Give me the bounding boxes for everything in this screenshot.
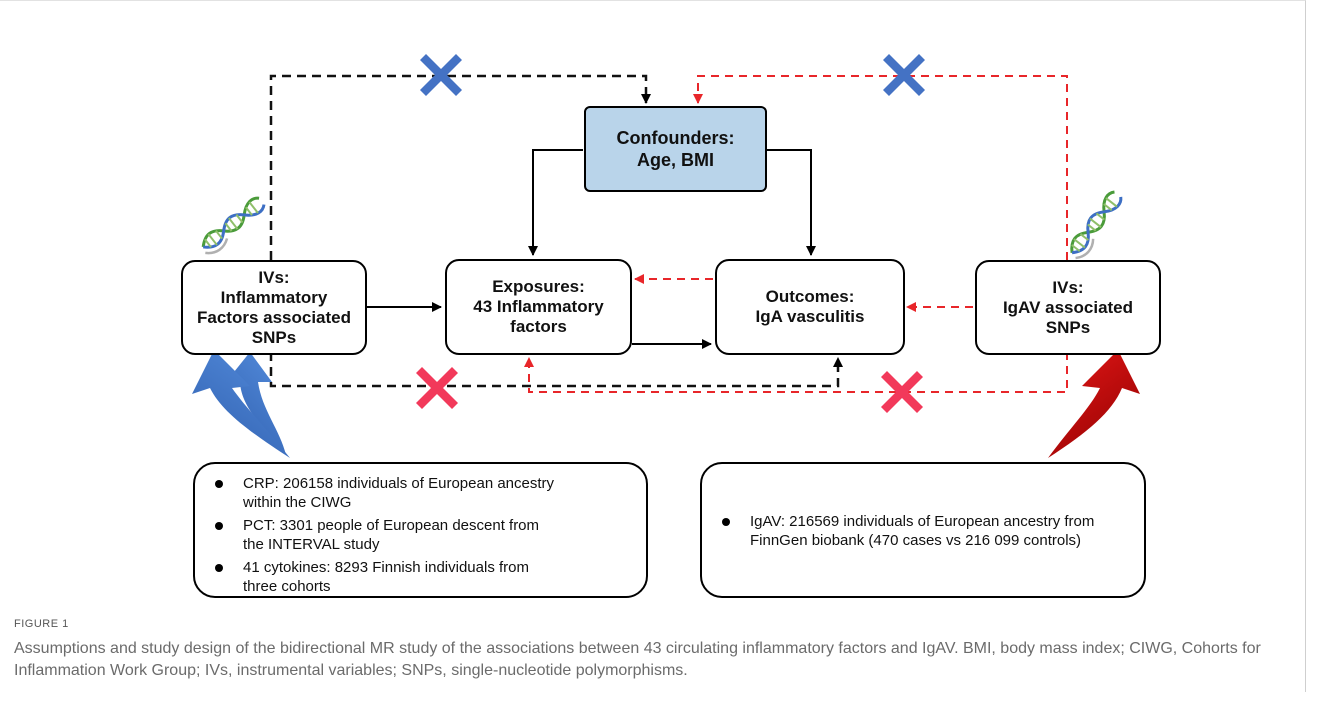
ivs-igav-box: IVs: IgAV associated SNPs bbox=[975, 260, 1161, 355]
exposures-title: Exposures: bbox=[492, 277, 585, 296]
red-cross-icon bbox=[881, 371, 923, 413]
blue-cross-icon bbox=[883, 54, 925, 96]
confounders-detail: Age, BMI bbox=[636, 150, 714, 170]
source-line: FinnGen biobank (470 cases vs 216 099 co… bbox=[750, 532, 1082, 549]
red-dashed-igav-to-confounders bbox=[693, 75, 1068, 260]
outcomes-title: Outcomes: bbox=[765, 287, 855, 306]
ivs-igav-line2: IgAV associated bbox=[1002, 297, 1134, 317]
dna-icon bbox=[201, 196, 266, 255]
right-source-box: IgAV: 216569 individuals of European anc… bbox=[700, 462, 1146, 598]
source-line: PCT: 3301 people of European descent fro… bbox=[243, 517, 540, 534]
source-line: the INTERVAL study bbox=[243, 536, 380, 553]
diagram-canvas bbox=[192, 54, 1140, 458]
red-dashed-igav-to-exposures bbox=[524, 352, 1068, 393]
left-source-box: CRP: 206158 individuals of European ance… bbox=[193, 462, 648, 598]
ivs-inflammatory-line3: Factors associated bbox=[196, 307, 351, 327]
dashed-ivs-to-outcomes bbox=[269, 352, 843, 388]
source-line: IgAV: 216569 individuals of European anc… bbox=[750, 513, 1095, 530]
outcomes-line2: IgA vasculitis bbox=[755, 307, 865, 326]
left-source-list: CRP: 206158 individuals of European ance… bbox=[205, 474, 636, 596]
blue-curved-arrow-body bbox=[192, 350, 290, 458]
figure-caption: Assumptions and study design of the bidi… bbox=[14, 640, 1261, 679]
figure-label: FIGURE 1 bbox=[14, 618, 69, 630]
source-pct: PCT: 3301 people of European descent fro… bbox=[205, 516, 636, 554]
exposures-box: Exposures: 43 Inflammatory factors bbox=[445, 259, 632, 355]
ivs-inflammatory-line2: Inflammatory bbox=[220, 287, 328, 307]
exposures-line3: factors bbox=[510, 317, 567, 336]
exposures-line2: 43 Inflammatory bbox=[473, 297, 604, 316]
source-cytokines: 41 cytokines: 8293 Finnish individuals f… bbox=[205, 558, 636, 596]
red-cross-icon bbox=[416, 367, 458, 409]
red-dashed-paths bbox=[524, 75, 1068, 393]
dashed-ivs-to-confounders bbox=[269, 74, 651, 260]
source-line: three cohorts bbox=[243, 578, 331, 595]
source-line: 41 cytokines: 8293 Finnish individuals f… bbox=[243, 559, 529, 576]
arrow-confounders-to-outcomes bbox=[766, 149, 816, 256]
solid-arrows bbox=[366, 149, 816, 349]
arrow-confounders-to-exposures bbox=[528, 149, 583, 256]
ivs-igav-title: IVs: bbox=[1052, 277, 1084, 297]
outcomes-box: Outcomes: IgA vasculitis bbox=[715, 259, 905, 355]
blue-cross-icon bbox=[420, 54, 462, 96]
right-source-list: IgAV: 216569 individuals of European anc… bbox=[712, 512, 1134, 550]
source-igav: IgAV: 216569 individuals of European anc… bbox=[712, 512, 1134, 550]
confounders-title: Confounders: bbox=[616, 128, 735, 148]
figure-frame bbox=[0, 0, 1306, 692]
red-curved-arrow-body bbox=[1048, 350, 1140, 458]
ivs-inflammatory-title: IVs: bbox=[258, 267, 290, 287]
confounders-box: Confounders: Age, BMI bbox=[584, 106, 767, 192]
source-line: within the CIWG bbox=[243, 494, 352, 511]
ivs-inflammatory-line4: SNPs bbox=[251, 327, 297, 347]
black-dashed-paths bbox=[269, 74, 843, 388]
source-crp: CRP: 206158 individuals of European ance… bbox=[205, 474, 636, 512]
ivs-igav-line3: SNPs bbox=[1045, 317, 1091, 337]
ivs-inflammatory-box: IVs: Inflammatory Factors associated SNP… bbox=[181, 260, 367, 355]
source-line: CRP: 206158 individuals of European ance… bbox=[243, 475, 555, 492]
dna-icon bbox=[1070, 190, 1123, 260]
